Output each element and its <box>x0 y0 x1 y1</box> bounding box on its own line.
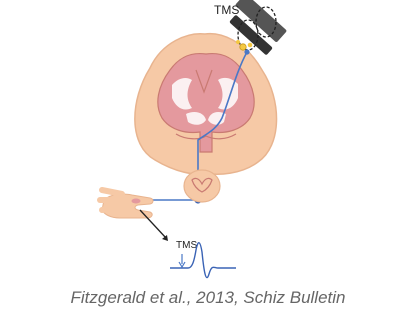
response-arrow <box>140 210 166 238</box>
spinal-cord-section-icon <box>184 170 220 202</box>
tms-response-label: TMS <box>176 240 197 251</box>
target-muscle <box>132 199 141 204</box>
citation-caption: Fitzgerald et al., 2013, Schiz Bulletin <box>0 288 416 308</box>
brain-section-icon <box>135 34 277 175</box>
tms-coil-label: TMS <box>214 3 239 17</box>
hand-icon <box>100 190 153 218</box>
